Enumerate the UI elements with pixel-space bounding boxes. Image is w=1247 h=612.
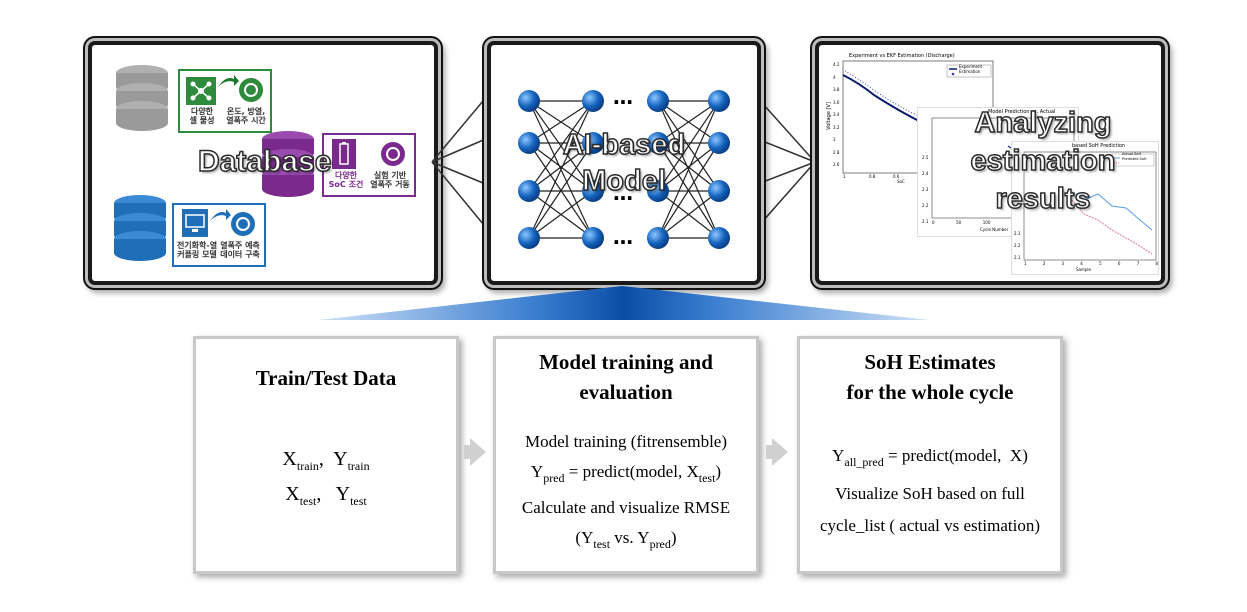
card3-title-line1: SoH Estimates [864, 350, 996, 374]
connector-lines-left [431, 94, 489, 231]
results-label-line1: Analyzing [974, 106, 1112, 140]
thermal-runaway-icon [381, 142, 405, 166]
card1-variables: Xtrain, Ytrain Xtest, Ytest [282, 448, 370, 508]
soh-prediction-plot: based SoH Prediction Actual SoH Predicte… [1011, 141, 1159, 275]
card2-line3: Calculate and visualize RMSE [521, 498, 731, 517]
arrow-right-icon-1 [464, 438, 486, 466]
molecule-icon [186, 77, 216, 105]
ellipsis-middle: … [613, 181, 633, 205]
blue-fan-shape [318, 286, 930, 320]
card2-title-line1: Model training and [539, 350, 713, 374]
ellipsis-top: … [613, 85, 633, 109]
ellipsis-bottom: … [613, 225, 633, 249]
computer-icon [182, 209, 208, 237]
plot1-xtick-1: 1 [843, 174, 846, 179]
plot2-xlabel: Cycle Number [980, 227, 1009, 232]
gray-database-icon [116, 65, 168, 131]
plot1-legend-1: Experiment [959, 64, 983, 69]
model-training-card: Model training and evaluation Model trai… [493, 336, 759, 574]
ai-model-label-line2: Model [581, 164, 666, 198]
plot3-legend-1: Actual SoH [1122, 152, 1142, 156]
plot1-xtick-2: 0.8 [869, 174, 876, 179]
ai-model-label-line1: AI-based [562, 128, 686, 162]
results-label-line3: results [995, 182, 1092, 216]
card2-line2: Ypred = predict(model, Xtest) [530, 462, 722, 485]
battery-icon [332, 139, 356, 169]
plot3-title: based SoH Prediction [1072, 143, 1126, 149]
results-panel: Experiment vs EKF Estimation (Discharge)… [815, 41, 1165, 285]
plot1-xlabel: SoC [897, 179, 905, 184]
plot1-legend-2: Estimation [959, 69, 981, 74]
plot1-title: Experiment vs EKF Estimation (Discharge) [849, 53, 955, 59]
plot3-xlabel: Sample [1076, 267, 1091, 272]
green-right-text: 온도, 방열,열폭주 시간 [226, 107, 266, 125]
prediction-icon [231, 212, 255, 236]
connector-lines-right [754, 94, 816, 231]
ai-model-panel: … … … AI-based Model [487, 41, 761, 285]
database-label: Database [197, 144, 332, 179]
green-arrow-icon [218, 75, 239, 87]
plot3-axes [1023, 151, 1157, 261]
card2-title-line2: evaluation [579, 380, 673, 404]
results-label-line2: estimation [970, 144, 1117, 178]
arrow-right-icon-2 [766, 438, 788, 466]
card1-title: Train/Test Data [255, 366, 397, 390]
plot1-xtick-3: 0.6 [893, 174, 900, 179]
neural-network-diagram [518, 90, 730, 249]
card2-line1: Model training (fitrensemble) [524, 432, 728, 451]
train-test-data-card: Train/Test Data Xtrain, Ytrain Xtest, Yt… [193, 336, 459, 574]
plot3-legend-2: Predicted SoH [1122, 157, 1147, 161]
thermal-icon [239, 78, 263, 102]
blue-arrow-icon [210, 209, 231, 221]
card3-line2: Visualize SoH based on full [835, 484, 1025, 503]
plot1-ylabel: Voltage [V] [825, 102, 832, 130]
card3-line1: Yall_pred = predict(model, X) [832, 446, 1028, 469]
card3-title-line2: for the whole cycle [846, 380, 1014, 404]
purple-database-icon [262, 131, 314, 197]
plot2-title: Model Prediction vs. Actual [988, 109, 1056, 115]
card3-line3: cycle_list ( actual vs estimation) [820, 516, 1040, 535]
soh-estimates-card: SoH Estimates for the whole cycle Yall_p… [797, 336, 1063, 574]
blue-database-icon [114, 195, 166, 261]
card2-line4: (Ytest vs. Ypred) [575, 528, 677, 551]
